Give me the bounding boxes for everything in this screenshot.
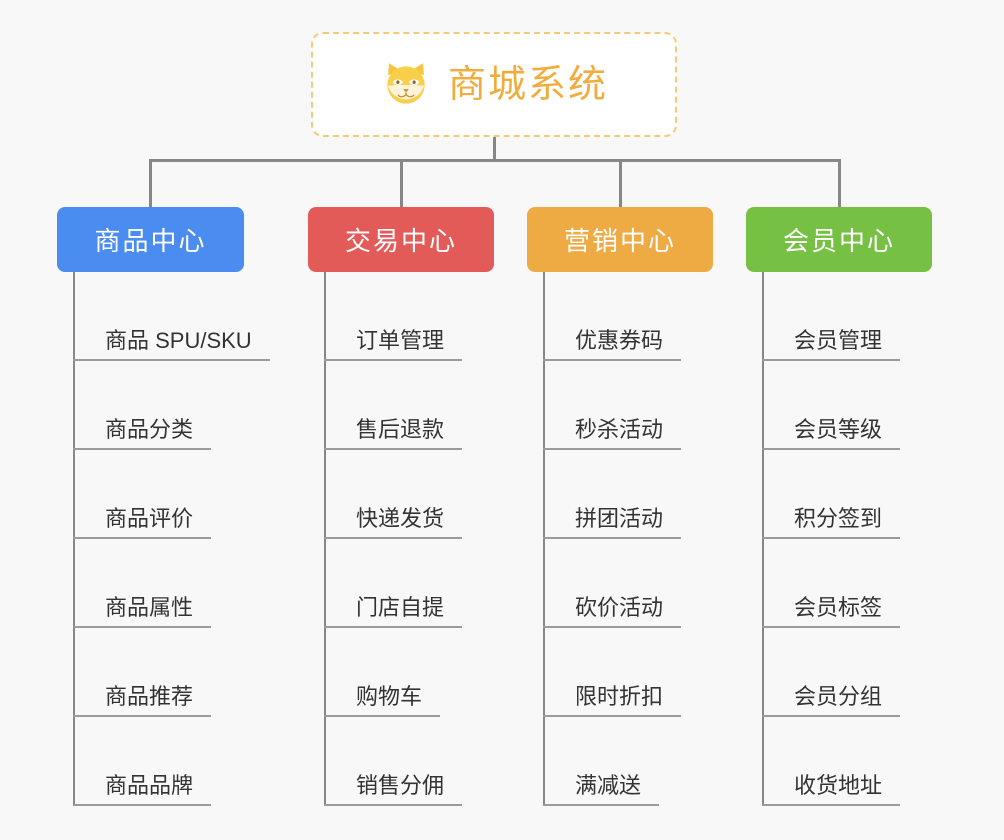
list-item[interactable]: 砍价活动 [543, 539, 682, 628]
leaf-list-marketing-center: 优惠券码 秒杀活动 拼团活动 砍价活动 限时折扣 满减送 [543, 272, 682, 806]
list-item[interactable]: 秒杀活动 [543, 361, 682, 450]
connector-drop-marketing-center [619, 159, 622, 208]
list-item[interactable]: 快递发货 [324, 450, 463, 539]
list-item[interactable]: 商品品牌 [73, 717, 270, 806]
leaf-list-transaction-center: 订单管理 售后退款 快递发货 门店自提 购物车 销售分佣 [324, 272, 463, 806]
leaf-label: 商品 SPU/SKU [73, 328, 270, 361]
leaf-label: 商品评价 [73, 506, 212, 539]
category-box-marketing-center[interactable]: 营销中心 [527, 207, 713, 272]
category-label-product-center: 商品中心 [94, 226, 207, 256]
leaf-label: 商品品牌 [73, 773, 212, 806]
list-item[interactable]: 会员分组 [762, 628, 901, 717]
leaf-spine-marketing-center [543, 272, 545, 806]
leaf-label: 会员分组 [762, 684, 901, 717]
leaf-label: 限时折扣 [543, 684, 682, 717]
list-item[interactable]: 收货地址 [762, 717, 901, 806]
list-item[interactable]: 会员等级 [762, 361, 901, 450]
leaf-label: 收货地址 [762, 773, 901, 806]
leaf-label: 购物车 [324, 684, 441, 717]
list-item[interactable]: 满减送 [543, 717, 681, 806]
list-item[interactable]: 售后退款 [324, 361, 463, 450]
list-item[interactable]: 商品 SPU/SKU [73, 272, 270, 361]
list-item[interactable]: 销售分佣 [324, 717, 463, 806]
leaf-label: 商品属性 [73, 595, 212, 628]
leaf-label: 订单管理 [324, 328, 463, 361]
category-box-member-center[interactable]: 会员中心 [746, 207, 932, 272]
list-item[interactable]: 商品评价 [73, 450, 270, 539]
leaf-label: 售后退款 [324, 417, 463, 450]
list-item[interactable]: 会员管理 [762, 272, 901, 361]
list-item[interactable]: 购物车 [324, 628, 462, 717]
list-item[interactable]: 限时折扣 [543, 628, 682, 717]
leaf-label: 快递发货 [324, 506, 463, 539]
leaf-label: 积分签到 [762, 506, 901, 539]
root-title: 商城系统 [447, 63, 608, 106]
category-label-marketing-center: 营销中心 [563, 226, 676, 256]
leaf-label: 商品分类 [73, 417, 212, 450]
list-item[interactable]: 商品分类 [73, 361, 270, 450]
leaf-spine-member-center [762, 272, 764, 806]
connector-drop-transaction-center [400, 159, 403, 208]
category-label-transaction-center: 交易中心 [344, 226, 457, 256]
leaf-label: 拼团活动 [543, 506, 682, 539]
shiba-dog-face-icon [387, 62, 425, 104]
leaf-list-product-center: 商品 SPU/SKU 商品分类 商品评价 商品属性 商品推荐 商品品牌 [73, 272, 270, 806]
leaf-list-member-center: 会员管理 会员等级 积分签到 会员标签 会员分组 收货地址 [762, 272, 901, 806]
root-node[interactable]: 商城系统 [311, 32, 677, 137]
list-item[interactable]: 门店自提 [324, 539, 463, 628]
connector-drop-product-center [149, 159, 152, 208]
leaf-label: 满减送 [543, 773, 660, 806]
category-label-member-center: 会员中心 [782, 226, 895, 256]
list-item[interactable]: 优惠券码 [543, 272, 682, 361]
category-box-transaction-center[interactable]: 交易中心 [308, 207, 494, 272]
leaf-label: 秒杀活动 [543, 417, 682, 450]
list-item[interactable]: 拼团活动 [543, 450, 682, 539]
list-item[interactable]: 会员标签 [762, 539, 901, 628]
leaf-spine-product-center [73, 272, 75, 806]
category-box-product-center[interactable]: 商品中心 [57, 207, 244, 272]
connector-horizontal-bus [150, 159, 840, 162]
leaf-label: 商品推荐 [73, 684, 212, 717]
list-item[interactable]: 商品属性 [73, 539, 270, 628]
list-item[interactable]: 订单管理 [324, 272, 463, 361]
connector-drop-member-center [838, 159, 841, 208]
list-item[interactable]: 积分签到 [762, 450, 901, 539]
leaf-label: 会员标签 [762, 595, 901, 628]
leaf-label: 销售分佣 [324, 773, 463, 806]
leaf-label: 门店自提 [324, 595, 463, 628]
leaf-label: 会员等级 [762, 417, 901, 450]
leaf-label: 会员管理 [762, 328, 901, 361]
list-item[interactable]: 商品推荐 [73, 628, 270, 717]
leaf-label: 优惠券码 [543, 328, 682, 361]
connector-root-trunk [493, 137, 496, 161]
leaf-spine-transaction-center [324, 272, 326, 806]
leaf-label: 砍价活动 [543, 595, 682, 628]
